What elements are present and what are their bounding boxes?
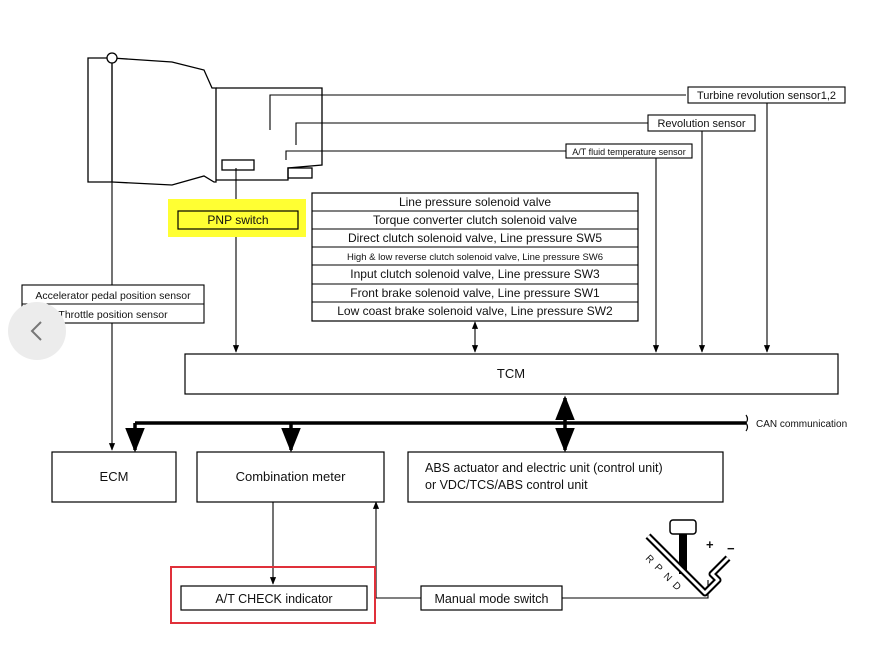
svg-text:Accelerator pedal position sen: Accelerator pedal position sensor bbox=[35, 290, 191, 302]
indicator-wiring bbox=[269, 501, 709, 599]
svg-text:+: + bbox=[706, 537, 714, 552]
accelerator-throttle-sensors: Accelerator pedal position sensor Thrott… bbox=[21, 284, 205, 324]
svg-text:D: D bbox=[670, 580, 683, 593]
svg-text:Throttle position sensor: Throttle position sensor bbox=[58, 309, 168, 321]
combination-meter-box: Combination meter bbox=[196, 451, 385, 503]
solenoid-valve-stack: Line pressure solenoid valve Torque conv… bbox=[311, 192, 639, 322]
solenoid-row: Low coast brake solenoid valve, Line pre… bbox=[337, 304, 613, 318]
svg-text:Manual mode switch: Manual mode switch bbox=[435, 592, 549, 606]
pnp-switch: PNP switch bbox=[168, 199, 306, 237]
fluid-temp-sensor-box: A/T fluid temperature sensor bbox=[565, 143, 693, 159]
svg-text:Turbine revolution sensor1,2: Turbine revolution sensor1,2 bbox=[697, 90, 836, 102]
solenoid-row: High & low reverse clutch solenoid valve… bbox=[347, 252, 603, 263]
solenoid-row: Line pressure solenoid valve bbox=[399, 195, 551, 209]
svg-text:TCM: TCM bbox=[497, 366, 525, 381]
transmission-drawing bbox=[87, 52, 323, 186]
svg-text:P: P bbox=[652, 562, 665, 575]
turbine-sensor-box: Turbine revolution sensor1,2 bbox=[687, 86, 846, 104]
svg-text:R: R bbox=[643, 553, 656, 566]
svg-text:−: − bbox=[727, 541, 735, 556]
can-bus bbox=[125, 395, 749, 453]
svg-text:A/T fluid temperature sensor: A/T fluid temperature sensor bbox=[572, 147, 685, 157]
svg-text:ECM: ECM bbox=[100, 469, 129, 484]
solenoid-row: Front brake solenoid valve, Line pressur… bbox=[350, 286, 600, 300]
abs-unit-box: ABS actuator and electric unit (control … bbox=[407, 451, 724, 503]
solenoid-row: Input clutch solenoid valve, Line pressu… bbox=[350, 267, 600, 281]
svg-text:ABS actuator and electric unit: ABS actuator and electric unit (control … bbox=[425, 461, 663, 475]
solenoid-row: Torque converter clutch solenoid valve bbox=[373, 213, 577, 227]
shift-lever-icon: + − R P N D bbox=[643, 519, 735, 597]
svg-text:PNP switch: PNP switch bbox=[207, 213, 268, 227]
previous-button[interactable] bbox=[8, 302, 66, 360]
svg-text:N: N bbox=[661, 571, 674, 584]
svg-text:Revolution sensor: Revolution sensor bbox=[657, 118, 745, 130]
svg-text:Combination meter: Combination meter bbox=[236, 469, 346, 484]
can-label: CAN communication bbox=[756, 419, 847, 430]
svg-text:or VDC/TCS/ABS control unit: or VDC/TCS/ABS control unit bbox=[425, 478, 588, 492]
at-check-indicator: A/T CHECK indicator bbox=[170, 566, 376, 624]
svg-text:A/T CHECK indicator: A/T CHECK indicator bbox=[215, 592, 332, 606]
ecm-box: ECM bbox=[51, 451, 177, 503]
revolution-sensor-box: Revolution sensor bbox=[647, 114, 756, 132]
sensor-wiring bbox=[108, 63, 771, 451]
manual-mode-switch-box: Manual mode switch bbox=[420, 585, 563, 611]
solenoid-row: Direct clutch solenoid valve, Line press… bbox=[348, 231, 602, 245]
chevron-left-icon bbox=[30, 321, 42, 341]
tcm-box: TCM bbox=[184, 353, 839, 395]
